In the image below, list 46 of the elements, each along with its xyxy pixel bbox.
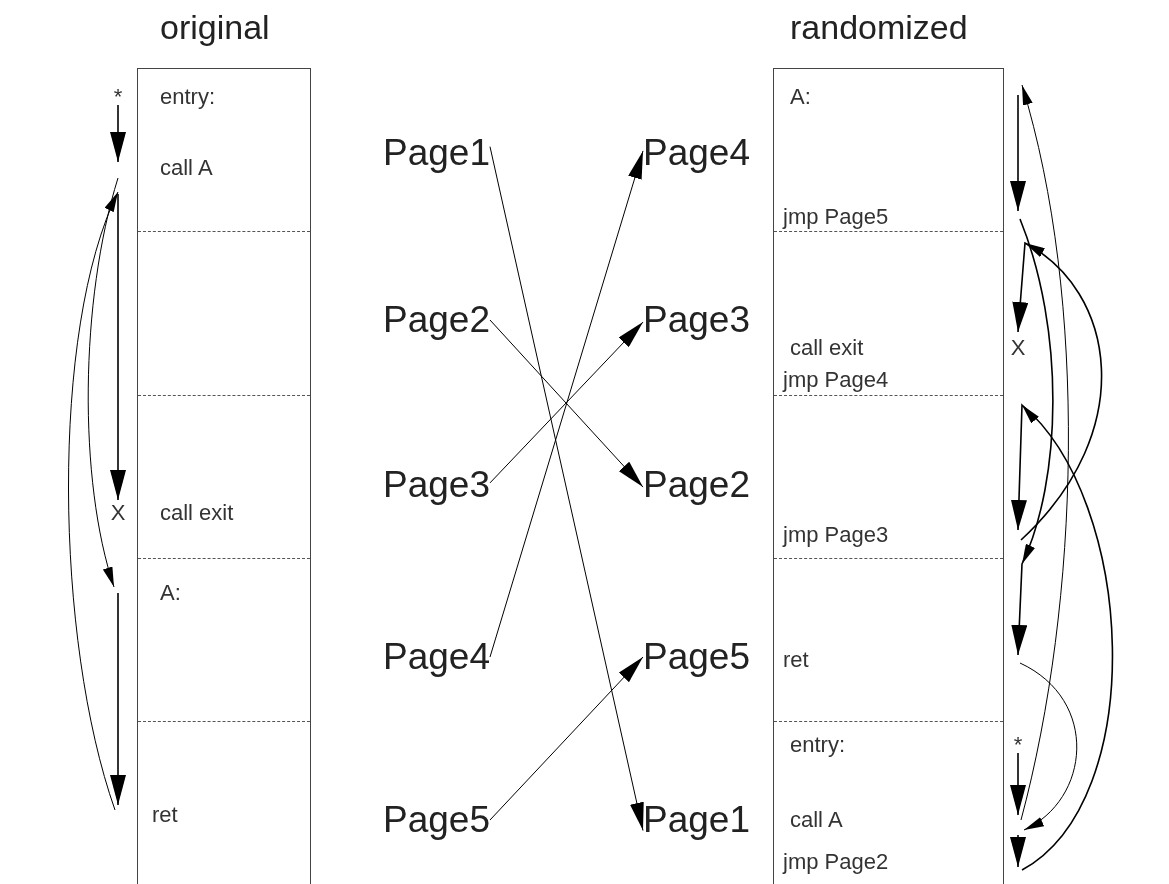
code-line: entry: [790,732,846,758]
code-line: call exit [790,335,864,361]
column-title: randomized [790,7,968,47]
page-label: Page2 [383,299,490,341]
page-label: Page3 [643,299,750,341]
page-label: Page3 [383,464,490,506]
page-label: Page4 [643,132,750,174]
code-line: A: [160,580,181,606]
page-label: Page5 [643,636,750,678]
arrow [489,150,644,658]
arrow [110,104,126,163]
code-line: entry: [160,84,216,110]
code-line: jmp Page4 [783,367,889,393]
arrow [1020,84,1069,821]
arrow [1011,218,1054,656]
page-label: Page1 [643,799,750,841]
arrow [68,191,119,811]
code-line: ret [783,647,809,673]
arrow [1012,241,1103,541]
page-label: Page4 [383,636,490,678]
arrow [1010,752,1026,816]
arrow [1019,662,1078,831]
column-title: original [160,7,270,47]
arrow [1010,834,1026,868]
arrow [489,146,644,831]
flow-marker: X [1010,335,1026,361]
code-line: A: [790,84,811,110]
code-line: jmp Page3 [783,522,889,548]
code-line: jmp Page5 [783,204,889,230]
arrow [1011,403,1114,871]
code-line: jmp Page2 [783,849,889,875]
page-label: Page1 [383,132,490,174]
arrow [87,177,119,588]
flow-marker: X [110,500,126,526]
code-line: call A [160,155,213,181]
arrow [110,193,126,501]
arrow [1010,94,1026,212]
page-label: Page5 [383,799,490,841]
arrow [110,592,126,806]
page-label: Page2 [643,464,750,506]
code-line: call A [790,807,843,833]
arrow [489,656,644,821]
code-line: ret [152,802,178,828]
code-line: call exit [160,500,234,526]
flow-marker: * [112,84,124,110]
flow-marker: * [1012,732,1024,758]
